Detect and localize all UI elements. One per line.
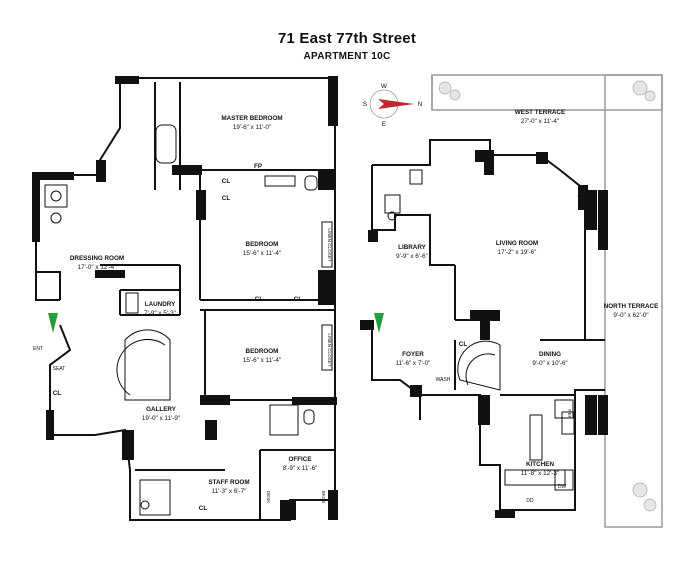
left-unit-walls xyxy=(35,77,336,521)
right-fixtures xyxy=(384,169,575,491)
terrace-outline xyxy=(431,74,663,528)
linen-closet-1: LINEN CLOSET xyxy=(327,228,332,261)
gallery-name: GALLERY xyxy=(146,406,177,413)
dd-label: DD xyxy=(526,498,534,504)
closet-1: CL xyxy=(222,178,231,185)
ref-label: REF xyxy=(567,409,572,418)
bedroom-2-name: BEDROOM xyxy=(246,348,279,355)
west-terrace-name: WEST TERRACE xyxy=(515,109,565,116)
foyer-arrow-icon xyxy=(374,313,384,333)
entry-arrow-icon xyxy=(48,313,58,333)
page-title: 71 East 77th Street xyxy=(277,30,417,47)
right-room-labels: WEST TERRACE 27'-0" x 11'-4" LIBRARY 9'-… xyxy=(396,109,659,504)
right-unit-wall-fills xyxy=(360,150,608,518)
library-dims: 9'-9" x 6'-6" xyxy=(396,253,428,260)
north-terrace-dims: 9'-0" x 62'-0" xyxy=(613,312,648,319)
planters xyxy=(438,80,657,512)
compass-w: W xyxy=(381,83,387,90)
living-room-name: LIVING ROOM xyxy=(496,240,538,247)
bedroom-2-dims: 15'-6" x 11'-4" xyxy=(243,357,281,364)
closet-5: CL xyxy=(53,390,62,397)
office-dims: 8'-9" x 11'-6" xyxy=(283,465,318,472)
living-room-dims: 17'-2" x 19'-6" xyxy=(498,249,537,256)
closet-7: CL xyxy=(459,341,468,348)
closet-2: CL xyxy=(222,195,231,202)
entry-label: ENT xyxy=(33,346,43,352)
west-terrace-dims: 27'-0" x 11'-4" xyxy=(521,118,559,125)
gallery-dims: 19'-0" x 11'-9" xyxy=(142,415,180,422)
left-fixtures xyxy=(44,124,333,516)
north-arrow-icon xyxy=(378,99,414,109)
north-terrace-name: NORTH TERRACE xyxy=(604,303,659,310)
right-unit-walls xyxy=(371,139,605,511)
staff-room-dims: 11'-3" x 6'-7" xyxy=(212,488,247,495)
closet-3: CL xyxy=(255,296,264,303)
staff-room-name: STAFF ROOM xyxy=(208,479,249,486)
compass: W S N E xyxy=(363,83,423,128)
entry-markers: ENT xyxy=(33,313,384,352)
wash-label: WASH xyxy=(436,377,451,383)
kitchen-name: KITCHEN xyxy=(526,461,554,468)
dw-label: DW xyxy=(558,484,567,490)
compass-n: N xyxy=(418,101,423,108)
foyer-dims: 11'-6" x 7'-0" xyxy=(396,360,431,367)
dressing-room-dims: 17'-0" x 12'-4" xyxy=(78,264,117,271)
closet-6: CL xyxy=(199,505,208,512)
bedroom-1-dims: 15'-6" x 11'-4" xyxy=(243,250,281,257)
linen-closet-2: LINEN CLOSET xyxy=(327,333,332,366)
laundry-dims: 7'-9" x 5'-3" xyxy=(144,310,176,317)
dining-dims: 9'-0" x 10'-6" xyxy=(532,360,567,367)
compass-e: E xyxy=(382,121,386,128)
dressing-room-name: DRESSING ROOM xyxy=(70,255,124,262)
bedroom-1-name: BEDROOM xyxy=(246,241,279,248)
dining-name: DINING xyxy=(539,351,561,358)
foyer-name: FOYER xyxy=(402,351,424,358)
seat-label: SEAT xyxy=(53,366,66,372)
desk-label: DESK xyxy=(266,491,271,504)
library-name: LIBRARY xyxy=(398,244,427,251)
page-subtitle: APARTMENT 10C xyxy=(303,51,391,62)
closet-4: CL xyxy=(294,296,303,303)
laundry-name: LAUNDRY xyxy=(145,301,176,308)
left-room-labels: MASTER BEDROOM 19'-6" x 11'-0" BEDROOM 1… xyxy=(53,115,332,512)
office-name: OFFICE xyxy=(288,456,311,463)
master-bedroom-name: MASTER BEDROOM xyxy=(221,115,282,122)
left-unit-wall-fills xyxy=(32,76,338,520)
master-bedroom-dims: 19'-6" x 11'-0" xyxy=(233,124,271,131)
fireplace-label: FP xyxy=(254,163,262,170)
compass-s: S xyxy=(363,101,367,108)
bkcs-label: BKCS xyxy=(321,491,326,504)
kitchen-dims: 11'-8" x 12'-3" xyxy=(521,470,559,477)
